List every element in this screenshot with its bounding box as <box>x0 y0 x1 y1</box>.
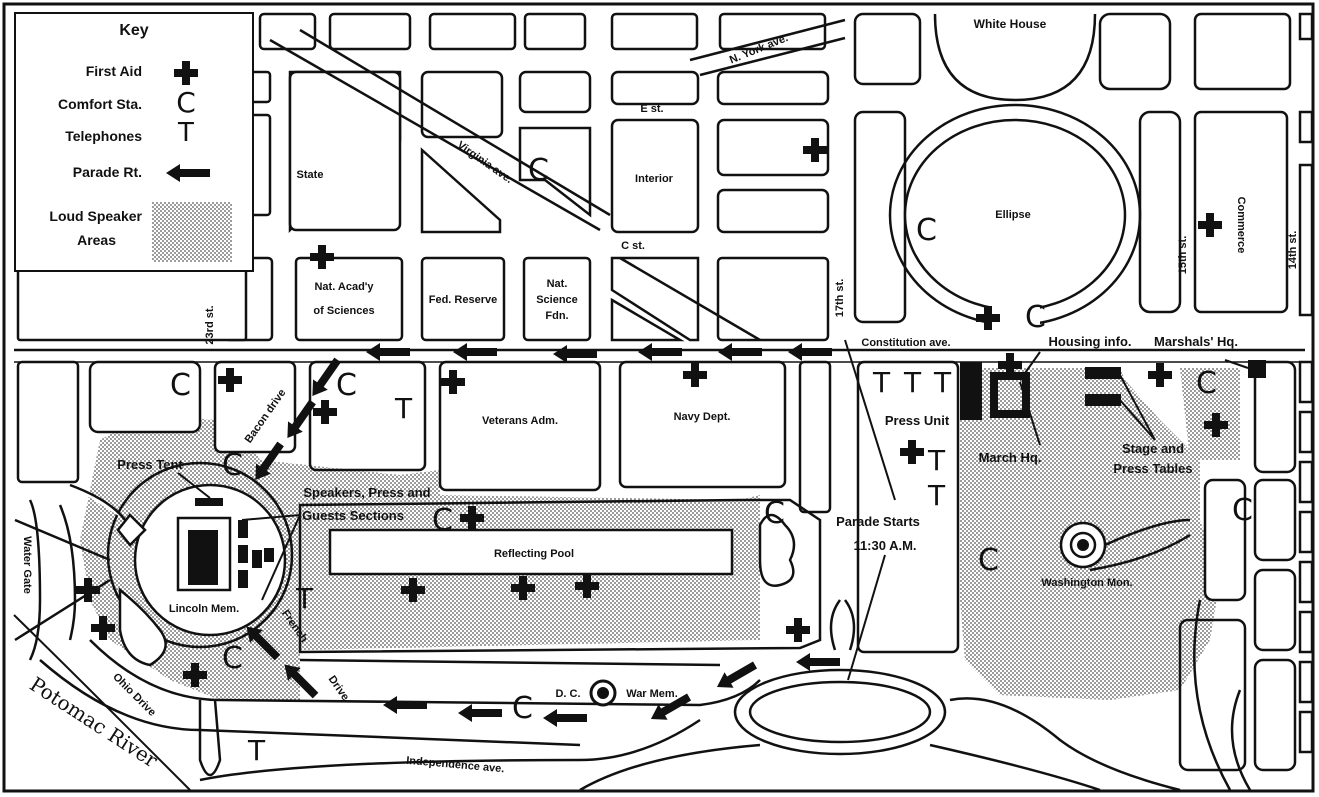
label-23rd-st: 23rd st. <box>204 305 216 344</box>
label-commerce: Commerce <box>1235 197 1247 254</box>
ellipse-area <box>888 13 1142 330</box>
first-aid-cross-icon <box>166 61 206 89</box>
label-stage-1: Stage and <box>1122 441 1184 456</box>
svg-text:C: C <box>1025 300 1046 335</box>
riverbank <box>13 614 191 791</box>
key-label-comfort: Comfort Sta. <box>58 96 142 112</box>
svg-text:C: C <box>528 153 549 188</box>
svg-text:C: C <box>512 691 533 726</box>
label-war-mem: War Mem. <box>626 688 678 700</box>
label-17th-st: 17th st. <box>834 279 846 318</box>
label-reflecting-pool: Reflecting Pool <box>494 548 574 560</box>
label-15th-st: 15th st. <box>1177 236 1189 275</box>
key-label-parade: Parade Rt. <box>72 164 142 180</box>
label-state: State <box>297 169 324 181</box>
label-e-st: E st. <box>640 103 663 115</box>
label-water-gate: Water Gate <box>21 536 33 594</box>
label-marshals-hq: Marshals' Hq. <box>1154 334 1238 349</box>
mall-blocks <box>16 360 1314 772</box>
label-nas-1: Nat. Acad'y <box>314 281 374 293</box>
key-row-first-aid: First Aid <box>16 59 252 89</box>
svg-text:C: C <box>1232 493 1253 528</box>
label-parade-starts: Parade Starts <box>836 514 920 529</box>
svg-text:C: C <box>336 368 357 403</box>
svg-text:C: C <box>170 368 191 403</box>
label-white-house: White House <box>974 17 1047 31</box>
label-interior: Interior <box>635 173 674 185</box>
svg-text:T: T <box>247 734 266 767</box>
svg-text:C: C <box>222 448 243 483</box>
label-parade-time: 11:30 A.M. <box>853 538 916 553</box>
label-ellipse: Ellipse <box>995 209 1030 221</box>
label-veterans-adm: Veterans Adm. <box>482 415 558 427</box>
svg-text:T: T <box>295 582 314 615</box>
svg-text:C: C <box>432 503 453 538</box>
key-label-first-aid: First Aid <box>85 63 142 79</box>
map-key: Key First Aid Comfort Sta. C Telephones … <box>14 12 254 272</box>
label-dc: D. C. <box>555 688 580 700</box>
label-lincoln-mem: Lincoln Mem. <box>169 603 239 615</box>
key-row-loudspeaker: Loud Speaker Areas <box>16 202 252 266</box>
loudspeaker-area-swatch <box>152 202 232 262</box>
label-fed-reserve: Fed. Reserve <box>429 294 497 306</box>
city-blocks <box>16 12 1314 342</box>
avenues <box>269 18 846 342</box>
label-constitution-ave: Constitution ave. <box>861 337 950 349</box>
svg-text:T: T <box>872 366 891 399</box>
telephone-markers: T T T T T T T T <box>247 366 952 767</box>
svg-text:T: T <box>903 366 922 399</box>
label-speakers-1: Speakers, Press and <box>303 485 430 500</box>
label-march-hq: March Hq. <box>979 450 1042 465</box>
label-nsf-1: Nat. <box>547 278 568 290</box>
comfort-station-markers: C C C C C C C C C C C C C <box>170 153 1253 726</box>
label-housing-info: Housing info. <box>1048 334 1131 349</box>
svg-text:C: C <box>764 496 785 531</box>
svg-text:T: T <box>927 444 946 477</box>
key-row-telephones: Telephones T <box>16 118 252 154</box>
label-stage-2: Press Tables <box>1113 461 1192 476</box>
label-navy-dept: Navy Dept. <box>674 411 731 423</box>
label-nsf-2: Science <box>536 294 578 306</box>
svg-text:T: T <box>927 479 946 512</box>
key-row-comfort: Comfort Sta. C <box>16 86 252 122</box>
svg-text:C: C <box>916 213 937 248</box>
monument-structures <box>589 360 1266 707</box>
svg-text:C: C <box>222 641 243 676</box>
svg-text:T: T <box>933 366 952 399</box>
svg-text:T: T <box>394 392 413 425</box>
comfort-station-icon: C <box>176 86 196 119</box>
svg-text:C: C <box>978 543 999 578</box>
parade-arrow-icon <box>166 164 210 186</box>
telephone-icon: T <box>178 118 194 148</box>
label-c-st: C st. <box>621 240 645 252</box>
key-label-loudspeaker-1: Loud Speaker <box>49 208 142 224</box>
key-row-parade: Parade Rt. <box>16 160 252 190</box>
label-speakers-2: Guests Sections <box>302 508 404 523</box>
label-nsf-3: Fdn. <box>545 310 568 322</box>
label-14th-st: 14th st. <box>1287 231 1299 270</box>
lincoln-circle <box>14 461 294 667</box>
key-title: Key <box>119 22 149 39</box>
svg-text:C: C <box>1196 366 1217 401</box>
key-label-telephones: Telephones <box>65 128 142 144</box>
label-press-tent: Press Tent <box>117 457 183 472</box>
label-nas-2: of Sciences <box>313 305 374 317</box>
label-press-unit: Press Unit <box>885 413 950 428</box>
label-washington-mon: Washington Mon. <box>1041 577 1132 589</box>
south-roads <box>39 599 1252 792</box>
key-label-loudspeaker-2: Areas <box>77 232 116 248</box>
